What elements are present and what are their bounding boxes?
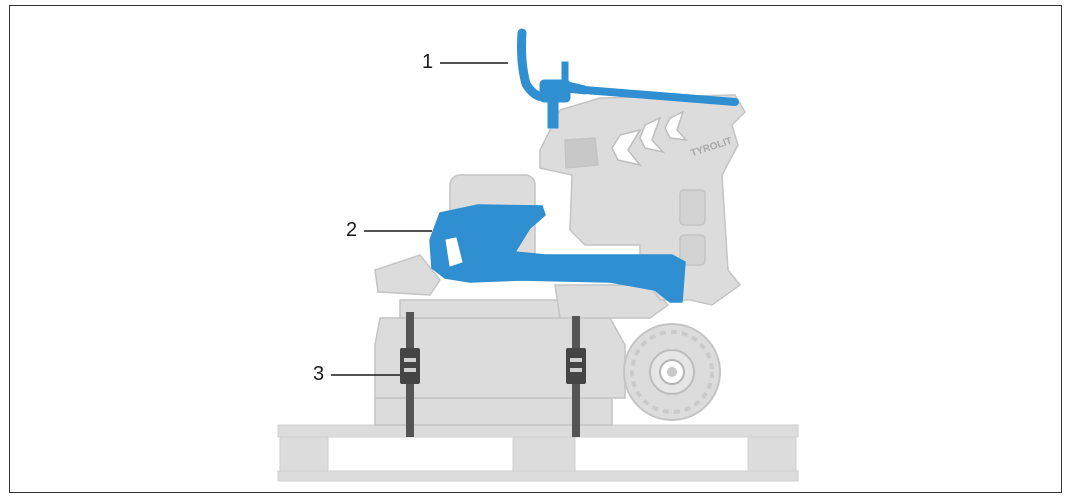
pallet-bottom-board	[278, 471, 798, 481]
pallet-top-board	[278, 425, 798, 437]
rear-wheel	[624, 324, 720, 420]
pallet-block-left	[280, 437, 328, 471]
callout-label-1: 1	[422, 52, 433, 72]
pallet-block-center	[513, 437, 575, 471]
pallet	[278, 425, 798, 481]
callout-label-3: 3	[313, 364, 324, 384]
pallet-block-right	[748, 437, 796, 471]
callout-label-2: 2	[346, 220, 357, 240]
